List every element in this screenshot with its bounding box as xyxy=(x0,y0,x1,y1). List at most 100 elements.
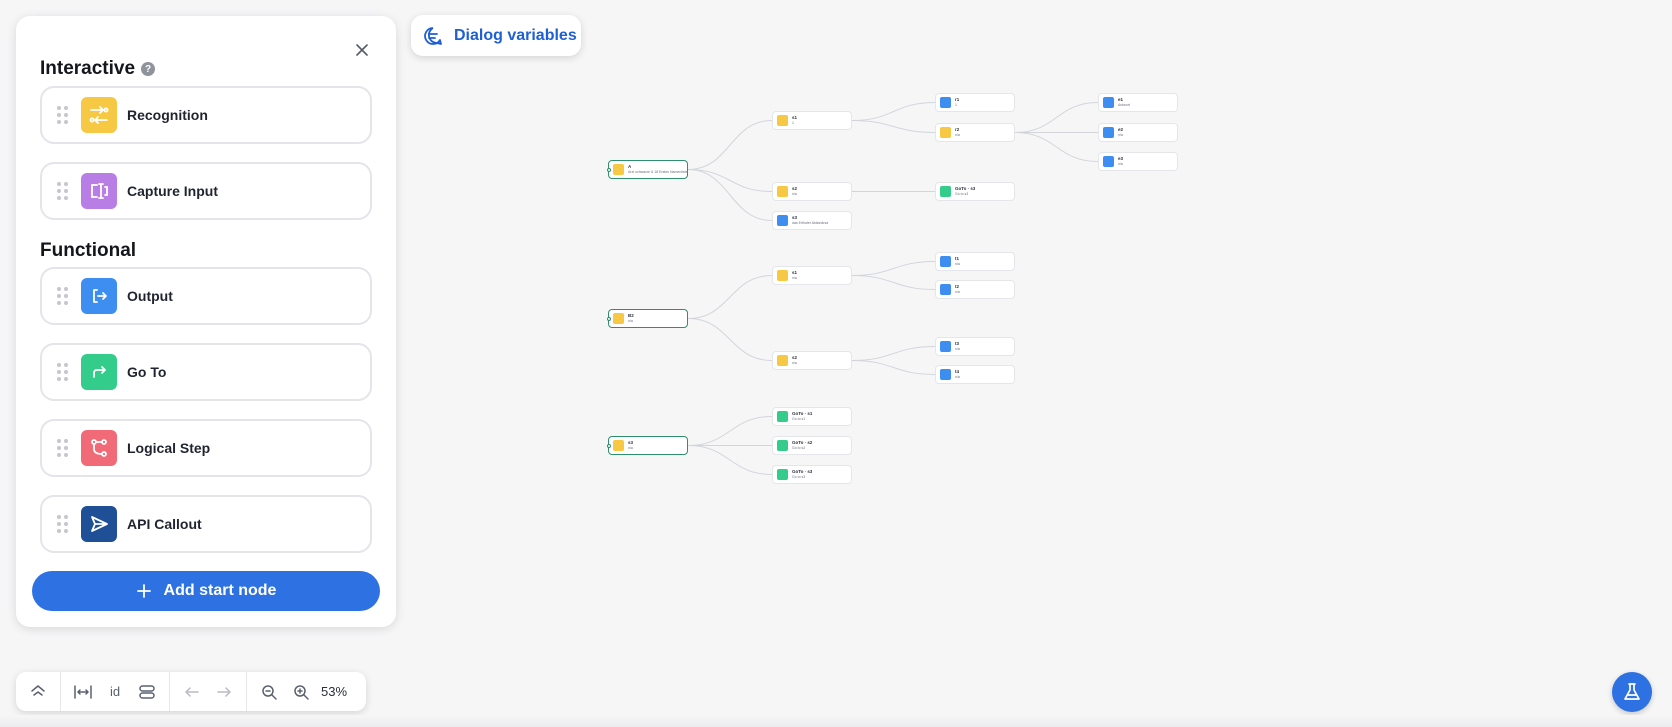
output-icon xyxy=(940,256,951,267)
node-title: r1 xyxy=(955,98,960,102)
palette-item-output[interactable]: Output xyxy=(40,267,372,325)
help-icon[interactable]: ? xyxy=(141,62,156,76)
undo-icon[interactable] xyxy=(176,676,208,708)
flow-edge xyxy=(851,102,936,121)
redo-icon[interactable] xyxy=(208,676,240,708)
node-subtitle: n/a xyxy=(955,261,960,266)
palette-item-label: API Callout xyxy=(127,516,202,532)
node-subtitle: das Erfinder Aktionärsa xyxy=(792,220,829,225)
zoom-out-icon[interactable] xyxy=(253,676,285,708)
flow-edge xyxy=(851,360,936,375)
drag-handle-icon[interactable] xyxy=(57,106,71,124)
node-subtitle: n/a xyxy=(955,346,960,351)
node-subtitle: n/a xyxy=(955,289,960,294)
flow-edge xyxy=(687,169,773,192)
node-title: s1 xyxy=(792,116,798,120)
node-title: e3 xyxy=(1118,157,1124,161)
node-title: GoTo · s2 xyxy=(792,441,813,445)
fit-width-icon[interactable] xyxy=(67,676,99,708)
recognition-icon xyxy=(613,440,624,451)
recognition-icon xyxy=(613,164,624,175)
node-subtitle: n/a xyxy=(792,275,797,280)
node-subtitle: n/a xyxy=(792,191,797,196)
goto-icon xyxy=(81,354,117,390)
start-port[interactable] xyxy=(607,444,611,448)
node-title: t1 xyxy=(955,257,960,261)
section-functional-title: Functional xyxy=(40,240,136,262)
node-title: t2 xyxy=(955,285,960,289)
flow-edge xyxy=(687,275,773,319)
node-subtitle: 1 xyxy=(955,102,957,107)
section-title-text: Interactive xyxy=(40,58,136,79)
output-icon xyxy=(940,97,951,108)
node-subtitle: n/a xyxy=(955,132,960,137)
flow-edge xyxy=(687,169,773,221)
add-start-node-button[interactable]: Add start node xyxy=(32,571,380,611)
drag-handle-icon[interactable] xyxy=(57,515,71,533)
palette-item-label: Capture Input xyxy=(127,183,218,199)
goto-icon xyxy=(777,411,788,422)
drag-handle-icon[interactable] xyxy=(57,439,71,457)
recognition-toggle-icon[interactable] xyxy=(131,676,163,708)
drag-handle-icon[interactable] xyxy=(57,182,71,200)
node-subtitle: n/a xyxy=(792,360,797,365)
home-icon[interactable] xyxy=(22,676,54,708)
drag-handle-icon[interactable] xyxy=(57,363,71,381)
node-title: e2 xyxy=(1118,128,1124,132)
test-flask-button[interactable] xyxy=(1612,672,1652,712)
palette-item-capture-input[interactable]: Capture Input xyxy=(40,162,372,220)
palette-item-recognition[interactable]: Recognition xyxy=(40,86,372,144)
output-icon xyxy=(81,278,117,314)
close-icon[interactable] xyxy=(350,38,374,62)
node-subtitle: Antwort xyxy=(1118,102,1130,107)
drag-handle-icon[interactable] xyxy=(57,287,71,305)
chat-bubble-icon xyxy=(424,26,442,45)
start-port[interactable] xyxy=(607,168,611,172)
recognition-icon xyxy=(777,186,788,197)
palette-item-api-callout[interactable]: API Callout xyxy=(40,495,372,553)
node-title: s1 xyxy=(792,271,798,275)
flow-edge xyxy=(1014,132,1099,162)
palette-item-goto[interactable]: Go To xyxy=(40,343,372,401)
node-subtitle: Go to s3 xyxy=(955,191,969,196)
show-ids-button[interactable]: id xyxy=(99,676,131,708)
recognition-icon xyxy=(777,115,788,126)
node-subtitle: Go to s1 xyxy=(792,416,806,421)
zoom-in-icon[interactable] xyxy=(285,676,317,708)
output-icon xyxy=(777,215,788,226)
flow-edge xyxy=(851,261,936,276)
node-subtitle: Arzt schwarze & 18 Erstes Namenliste xyxy=(628,169,687,174)
zoom-level: 53% xyxy=(321,684,348,699)
node-subtitle: n/a xyxy=(628,318,633,323)
start-port[interactable] xyxy=(607,317,611,321)
output-icon xyxy=(940,341,951,352)
dialog-variables-button[interactable]: Dialog variables xyxy=(411,15,581,56)
goto-icon xyxy=(777,440,788,451)
goto-icon xyxy=(777,469,788,480)
palette-item-logical-step[interactable]: Logical Step xyxy=(40,419,372,477)
section-title-text: Functional xyxy=(40,240,137,261)
